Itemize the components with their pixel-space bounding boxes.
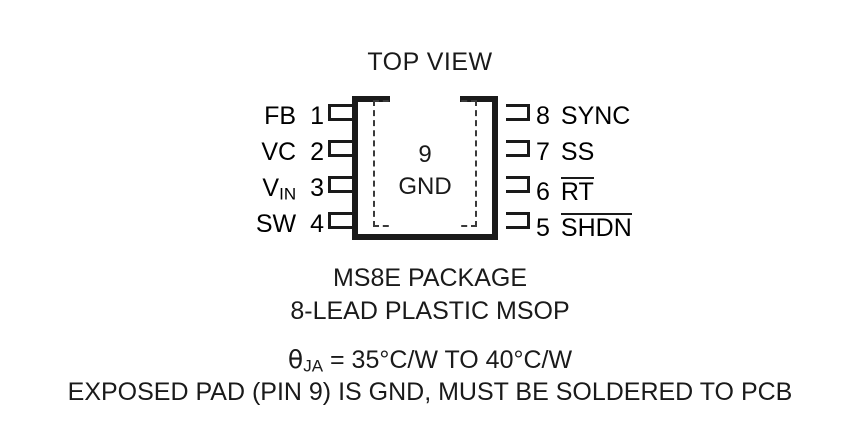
lead-pin-5 — [506, 212, 530, 229]
pin-3-number: 3 — [310, 174, 324, 202]
lead-pin-1 — [328, 104, 352, 121]
pin-label-1: FB 1 — [236, 102, 324, 130]
pin-1-number: 1 — [310, 102, 324, 130]
exposed-pad-number: 9 — [418, 141, 432, 168]
thermal-resistance-caption: θJA = 35°C/W TO 40°C/W — [0, 345, 860, 377]
pin-label-4: SW 4 — [236, 210, 324, 238]
diagram-title: TOP VIEW — [367, 48, 493, 76]
lead-pin-6 — [506, 176, 530, 193]
pin-label-5: 5 SHDN — [536, 213, 632, 241]
pin-6-number: 6 — [536, 178, 550, 206]
pad-outline-gap-top — [390, 96, 460, 104]
pin-4-number: 4 — [310, 210, 324, 238]
pin-label-2: VC 2 — [236, 138, 324, 166]
pin-2-name: VC — [261, 138, 297, 166]
thermal-resistance-value: = 35°C/W TO 40°C/W — [323, 346, 573, 374]
lead-pin-2 — [328, 140, 352, 157]
pin-3-name-subscript: IN — [279, 184, 297, 204]
theta-subscript: JA — [303, 356, 324, 376]
pin-5-number: 5 — [536, 214, 550, 242]
pad-outline-gap-bottom — [390, 220, 460, 229]
pin-2-number: 2 — [310, 138, 324, 166]
exposed-pad-note: EXPOSED PAD (PIN 9) IS GND, MUST BE SOLD… — [67, 378, 793, 406]
pin-8-name: SYNC — [560, 102, 631, 130]
exposed-pad-label: GND — [398, 173, 452, 200]
pin-8-number: 8 — [536, 102, 550, 130]
pin-label-8: 8 SYNC — [536, 102, 631, 130]
pin-label-7: 7 SS — [536, 138, 595, 166]
lead-pin-8 — [506, 104, 530, 121]
pin-5-name: SHDN — [560, 213, 632, 242]
pin-7-name: SS — [560, 138, 595, 166]
pin-3-name: VIN — [262, 174, 297, 204]
theta-symbol: θ — [287, 345, 304, 374]
lead-pin-7 — [506, 140, 530, 157]
pin-label-6: 6 RT — [536, 177, 594, 205]
pin-4-name: SW — [255, 210, 297, 238]
pin-label-3: VIN 3 — [236, 174, 324, 204]
pin-1-name: FB — [264, 102, 297, 130]
lead-pin-4 — [328, 212, 352, 229]
pin-3-name-main: V — [262, 174, 280, 202]
package-type-caption: 8-LEAD PLASTIC MSOP — [290, 297, 570, 325]
pin-6-name: RT — [560, 177, 594, 206]
lead-pin-3 — [328, 176, 352, 193]
package-name-caption: MS8E PACKAGE — [332, 264, 528, 292]
pin-7-number: 7 — [536, 138, 550, 166]
